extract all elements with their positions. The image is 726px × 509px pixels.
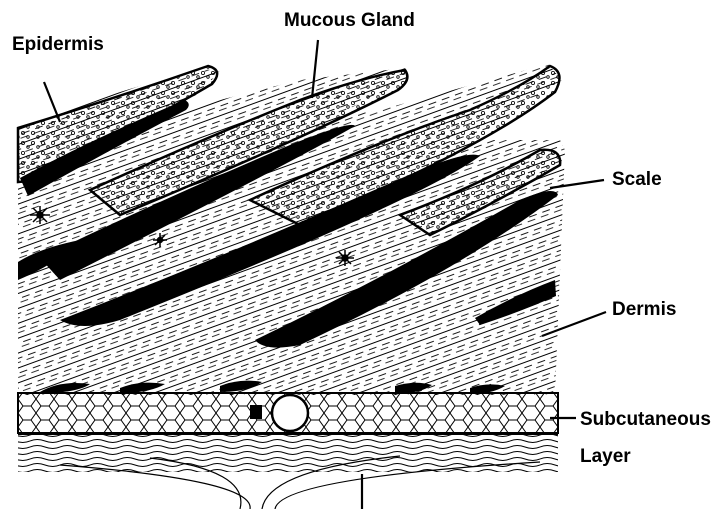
label-subcutaneous: Subcutaneous <box>580 409 711 430</box>
label-dermis: Dermis <box>612 299 676 320</box>
label-layer: Layer <box>580 446 631 467</box>
label-scale: Scale <box>612 169 662 190</box>
label-epidermis: Epidermis <box>12 34 104 55</box>
label-mucous-gland: Mucous Gland <box>284 10 415 31</box>
muscle-layer <box>18 434 558 509</box>
subcutaneous-tissue <box>18 393 558 433</box>
blood-vessel <box>272 395 308 431</box>
